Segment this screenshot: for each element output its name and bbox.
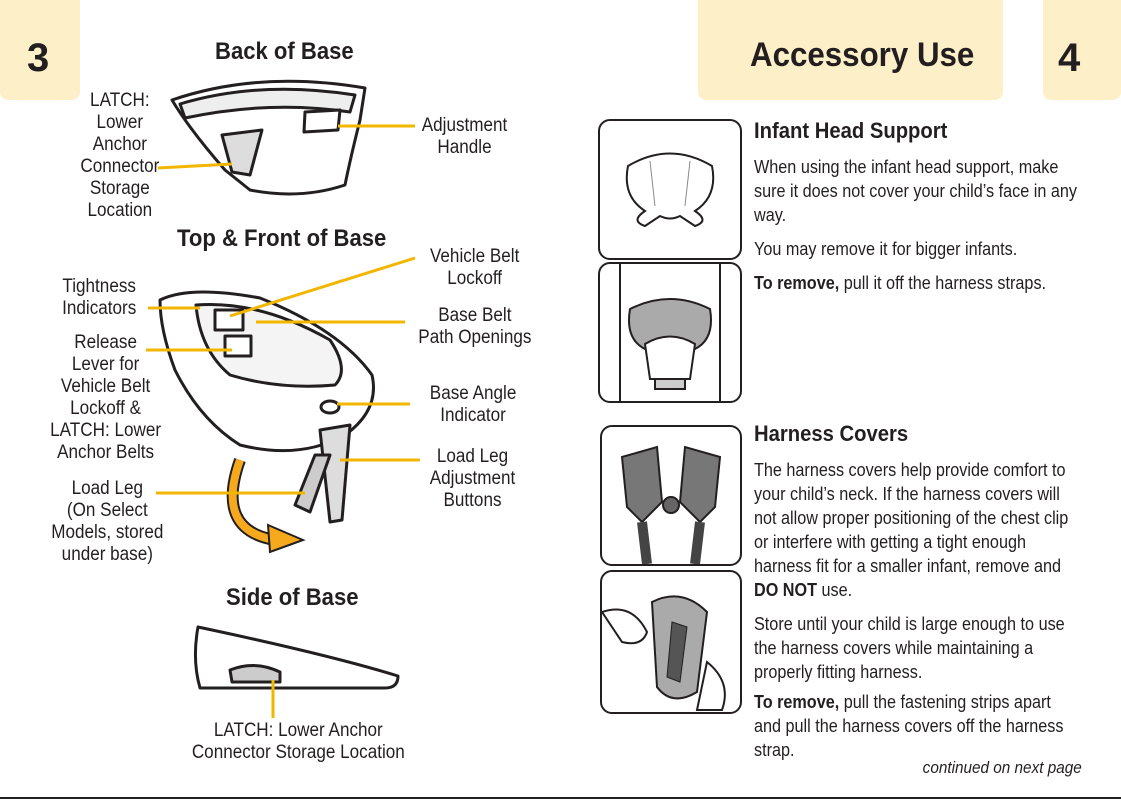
harness-covers-p1-b: use. [817,580,853,600]
harness-covers-do-not: DO NOT [754,580,817,600]
callout-lines [146,124,420,718]
harness-covers-p2: Store until your child is large enough t… [754,614,1065,682]
right-title-tab [698,0,1003,100]
top-front-drawing [158,290,375,524]
remove-harness-covers-image [600,570,742,714]
label-base-angle: Base Angle Indicator [429,383,517,426]
head-support-p1: When using the infant head support, make… [754,157,1077,225]
label-latch-storage: LATCH: Lower Anchor Connector Storage Lo… [80,90,160,221]
head-support-installed-image [598,262,742,403]
top-front-heading: Top & Front of Base [177,225,387,252]
harness-covers-title: Harness Covers [754,421,909,446]
harness-covers-p1: The harness covers help provide comfort … [754,458,1078,602]
label-base-belt-path: Base Belt Path Openings [418,305,532,348]
right-page-title: Accessory Use [750,36,975,74]
label-release-lever: Release Lever for Vehicle Belt Lockoff &… [50,332,162,463]
label-vehicle-belt-lockoff: Vehicle Belt Lockoff [429,246,520,289]
left-page-tab [0,0,80,100]
right-page-number: 4 [1058,36,1081,80]
side-of-base-drawing [193,625,400,690]
left-page-number: 3 [27,36,50,80]
side-of-base-heading: Side of Base [226,584,359,611]
harness-covers-p1-a: The harness covers help provide comfort … [754,460,1069,576]
head-support-p2: You may remove it for bigger infants. [754,239,1018,259]
label-load-leg: Load Leg (On Select Models, stored under… [51,478,164,565]
head-support-remove-bold: To remove, [754,273,840,293]
head-support-remove-text: pull it off the harness straps. [839,273,1047,293]
continued-note: continued on next page [922,758,1082,777]
harness-covers-remove-bold: To remove, [754,692,840,712]
harness-covers-p3: To remove, pull the fastening strips apa… [754,690,1078,762]
back-of-base-drawing [170,79,367,196]
label-adjustment-handle: Adjustment Handle [421,115,508,158]
label-side-latch: LATCH: Lower Anchor Connector Storage Lo… [191,720,405,763]
label-load-leg-buttons: Load Leg Adjustment Buttons [429,446,516,511]
harness-covers-image [600,425,742,566]
head-support-p3: To remove, pull it off the harness strap… [754,271,1078,295]
back-of-base-heading: Back of Base [215,38,354,65]
harness-covers-remove-text: pull the fastening strips apart and pull… [754,692,1064,760]
footer-divider [0,797,1121,799]
infant-head-support-title: Infant Head Support [754,118,948,143]
head-support-image [598,119,742,260]
label-tightness-indicators: Tightness Indicators [62,276,137,319]
right-page-tab [1043,0,1121,100]
